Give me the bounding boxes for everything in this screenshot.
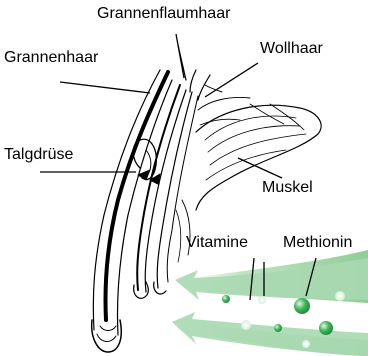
leader-muskel	[238, 158, 282, 178]
bubble-faint-2	[241, 320, 251, 330]
leader-grannenflaumhaar	[176, 34, 184, 78]
bubble-middle	[274, 324, 282, 332]
label-grannenflaumhaar: Grannenflaumhaar	[97, 6, 230, 22]
label-talgdruese: Talgdrüse	[4, 147, 73, 163]
bubble-small-left	[222, 295, 230, 303]
leader-lines	[40, 34, 316, 300]
label-wollhaar: Wollhaar	[260, 41, 323, 57]
hair-follicle	[92, 45, 321, 352]
bubble-methionin	[294, 298, 310, 314]
label-vitamine: Vitamine	[186, 235, 248, 251]
label-muskel: Muskel	[262, 180, 313, 196]
bubble-faint-3	[335, 291, 345, 301]
leader-grannenhaar	[60, 82, 150, 93]
bubble-large	[319, 321, 333, 335]
arrow-lower	[172, 312, 368, 356]
nutrient-band	[172, 250, 368, 356]
label-grannenhaar: Grannenhaar	[4, 50, 98, 66]
label-methionin: Methionin	[283, 235, 352, 251]
hair-bulb	[92, 320, 122, 352]
bubble-faint-4	[302, 340, 310, 348]
leader-wollhaar	[205, 63, 258, 97]
bubble-faint-1	[258, 296, 266, 304]
